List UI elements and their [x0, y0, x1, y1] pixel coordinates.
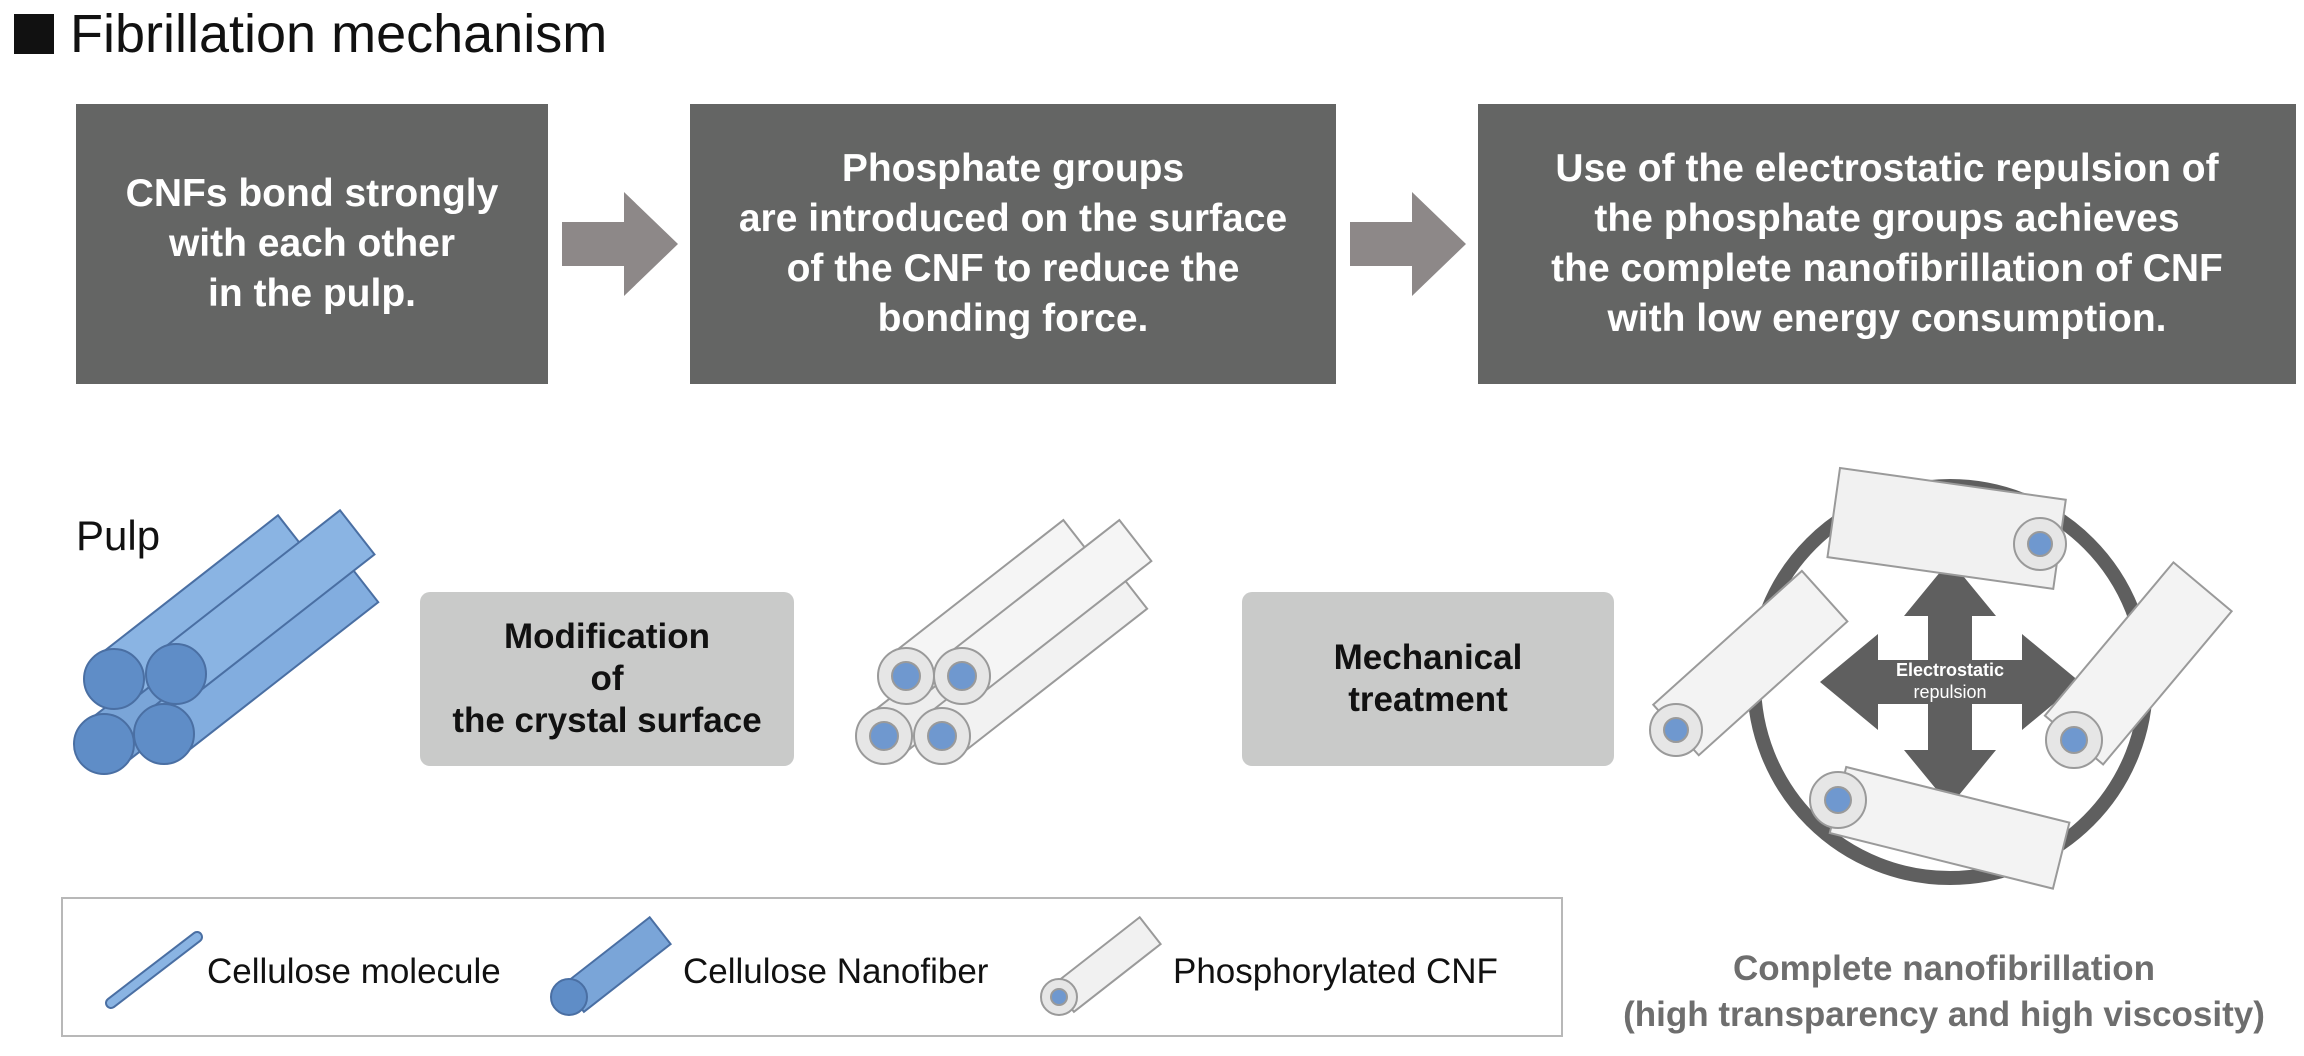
repulsion-label-line-2: repulsion	[1913, 682, 1986, 702]
legend-phosphorylated-cnf-label: Phosphorylated CNF	[1173, 952, 1498, 991]
title-text: Fibrillation mechanism	[70, 4, 608, 64]
title-square-icon	[14, 14, 54, 54]
page-title: Fibrillation mechanism	[14, 2, 607, 66]
process-mechanical-box: Mechanical treatment	[1242, 592, 1614, 766]
caption: Complete nanofibrillation (high transpar…	[1623, 949, 2265, 1034]
nanofibrillation-illustration: Electrostatic repulsion	[1649, 466, 2234, 890]
pulp-label: Pulp	[76, 512, 161, 559]
four-way-arrow-icon	[1820, 560, 2080, 806]
step-2-box: Phosphate groups are introduced on the s…	[690, 104, 1336, 384]
legend-box: Cellulose molecule Cellulose Nanofiber P…	[61, 897, 1563, 1037]
step-1-box: CNFs bond strongly with each other in th…	[76, 104, 548, 384]
pulp-bundle-illustration	[73, 508, 380, 775]
phosphorylated-bundle-illustration	[855, 518, 1153, 765]
legend-cellulose-nanofiber-label: Cellulose Nanofiber	[683, 952, 989, 991]
legend-cellulose-molecule-label: Cellulose molecule	[207, 952, 501, 991]
arrow-right-icon	[562, 192, 678, 296]
phosphorylated-cnf-icon	[1040, 915, 1163, 1016]
process-modification-box: Modification of the crystal surface	[420, 592, 794, 766]
cellulose-molecule-icon	[105, 931, 203, 1009]
step-3-box: Use of the electrostatic repulsion of th…	[1478, 104, 2296, 384]
cellulose-nanofiber-icon	[550, 915, 673, 1016]
arrow-right-icon	[1350, 192, 1466, 296]
repulsion-label-line-1: Electrostatic	[1896, 660, 2004, 680]
